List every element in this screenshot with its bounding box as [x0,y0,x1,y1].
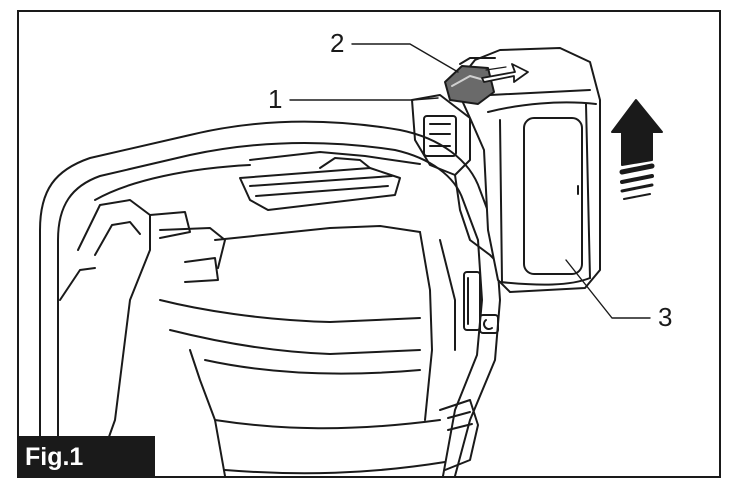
leader-line-1 [289,97,439,101]
callout-2: 2 [330,28,345,58]
battery-label-panel [523,117,583,275]
tool-body [39,120,501,476]
slide-arrow-icon [481,63,529,83]
release-button [444,65,495,105]
leader-line-2 [351,43,459,73]
vent-grille [239,167,401,211]
small-button [479,314,499,334]
figure-frame [17,10,721,478]
leader-line-3 [565,259,651,319]
callout-1: 1 [268,84,283,114]
callout-3: 3 [658,302,673,332]
figure-label: Fig.1 [17,436,155,478]
up-arrow-icon [611,99,663,200]
battery-pack [454,47,601,293]
